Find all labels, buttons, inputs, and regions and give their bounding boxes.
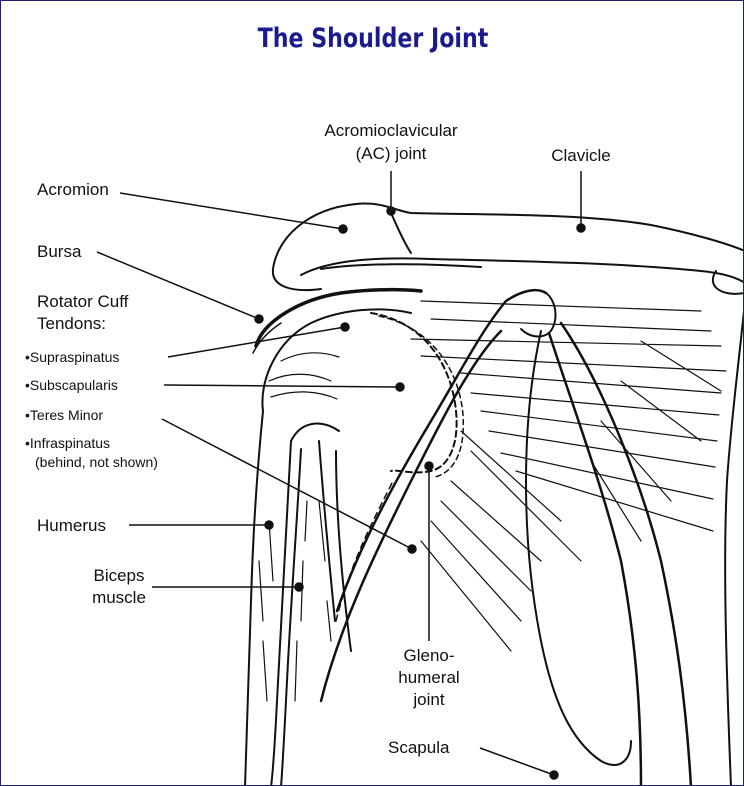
clavicle-dot bbox=[577, 224, 585, 232]
acromion-leader bbox=[120, 193, 343, 229]
humerus-label: Humerus bbox=[37, 516, 106, 535]
humerus-dot bbox=[265, 521, 273, 529]
teres-minor-label: •Teres Minor bbox=[25, 407, 103, 423]
biceps-dot bbox=[295, 583, 303, 591]
scapula-label: Scapula bbox=[388, 738, 450, 757]
rotator-cuff-label-line1: Rotator Cuff bbox=[37, 292, 129, 311]
ac-joint-dot bbox=[387, 207, 395, 215]
biceps-label-line1: Biceps bbox=[93, 566, 144, 585]
supraspinatus-dot bbox=[341, 323, 349, 331]
glenohumeral-dot bbox=[425, 462, 433, 470]
supraspinatus-label: •Supraspinatus bbox=[25, 349, 119, 365]
teres-minor-dot bbox=[408, 545, 416, 553]
rotator-cuff-label-line2: Tendons: bbox=[37, 314, 106, 333]
scapula-leader bbox=[480, 748, 554, 775]
acromion-label: Acromion bbox=[37, 180, 109, 199]
scapula-dot bbox=[550, 771, 558, 779]
biceps-label-line2: muscle bbox=[92, 588, 146, 607]
bursa-label: Bursa bbox=[37, 242, 82, 261]
clavicle-outline bbox=[273, 203, 744, 269]
ac-joint-label-line2: (AC) joint bbox=[356, 144, 427, 163]
subscapularis-label: •Subscapularis bbox=[25, 377, 118, 393]
infraspinatus-label-line1: •Infraspinatus bbox=[25, 435, 110, 451]
labels: Acromioclavicular (AC) joint Clavicle Ac… bbox=[25, 121, 611, 757]
glenohumeral-label-line3: joint bbox=[412, 690, 444, 709]
ac-joint-label-line1: Acromioclavicular bbox=[324, 121, 458, 140]
clavicle-label: Clavicle bbox=[551, 146, 611, 165]
infraspinatus-label-line2: (behind, not shown) bbox=[35, 454, 158, 470]
anatomy-drawing bbox=[245, 203, 744, 786]
bursa-dot bbox=[255, 315, 263, 323]
subscapularis-leader bbox=[164, 385, 400, 387]
glenohumeral-label-line1: Gleno- bbox=[403, 646, 454, 665]
subscapularis-dot bbox=[396, 383, 404, 391]
glenohumeral-label-line2: humeral bbox=[398, 668, 459, 687]
acromion-dot bbox=[339, 225, 347, 233]
